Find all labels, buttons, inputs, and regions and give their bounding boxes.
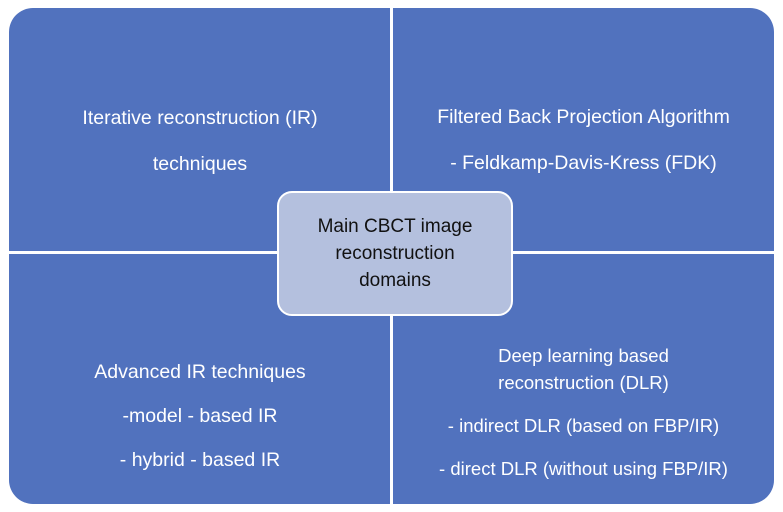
- center-line-1: Main CBCT image: [317, 216, 473, 237]
- quadrant-tl-line-1: Iterative reconstruction (IR): [82, 107, 318, 129]
- quadrant-br-line-4: - direct DLR (without using FBP/IR): [439, 458, 728, 479]
- quadrant-br-line-1: Deep learning based: [498, 345, 669, 366]
- quadrant-bl-line-3: - hybrid - based IR: [119, 449, 281, 471]
- quadrant-bl-line-2: -model - based IR: [122, 405, 278, 427]
- center-node-main-domains: Main CBCT image reconstruction domains: [277, 191, 513, 316]
- quadrant-tr-line-1: Filtered Back Projection Algorithm: [437, 106, 730, 128]
- center-line-2: reconstruction: [335, 243, 455, 264]
- quadrant-br-line-3: - indirect DLR (based on FBP/IR): [447, 415, 720, 436]
- quadrant-bl-line-1: Advanced IR techniques: [94, 361, 306, 383]
- quadrant-tr-line-2: - Feldkamp-Davis-Kress (FDK): [450, 152, 717, 174]
- quadrant-deep-learning-reconstruction: Deep learning based reconstruction (DLR)…: [393, 254, 774, 504]
- quadrant-advanced-ir: Advanced IR techniques -model - based IR…: [9, 254, 391, 504]
- quadrant-filtered-back-projection: Filtered Back Projection Algorithm - Fel…: [393, 8, 774, 252]
- center-line-3: domains: [359, 270, 431, 291]
- quadrant-iterative-reconstruction: Iterative reconstruction (IR) techniques: [9, 8, 391, 252]
- quadrant-br-line-2: reconstruction (DLR): [498, 372, 669, 393]
- quadrant-tl-line-2: techniques: [152, 153, 248, 175]
